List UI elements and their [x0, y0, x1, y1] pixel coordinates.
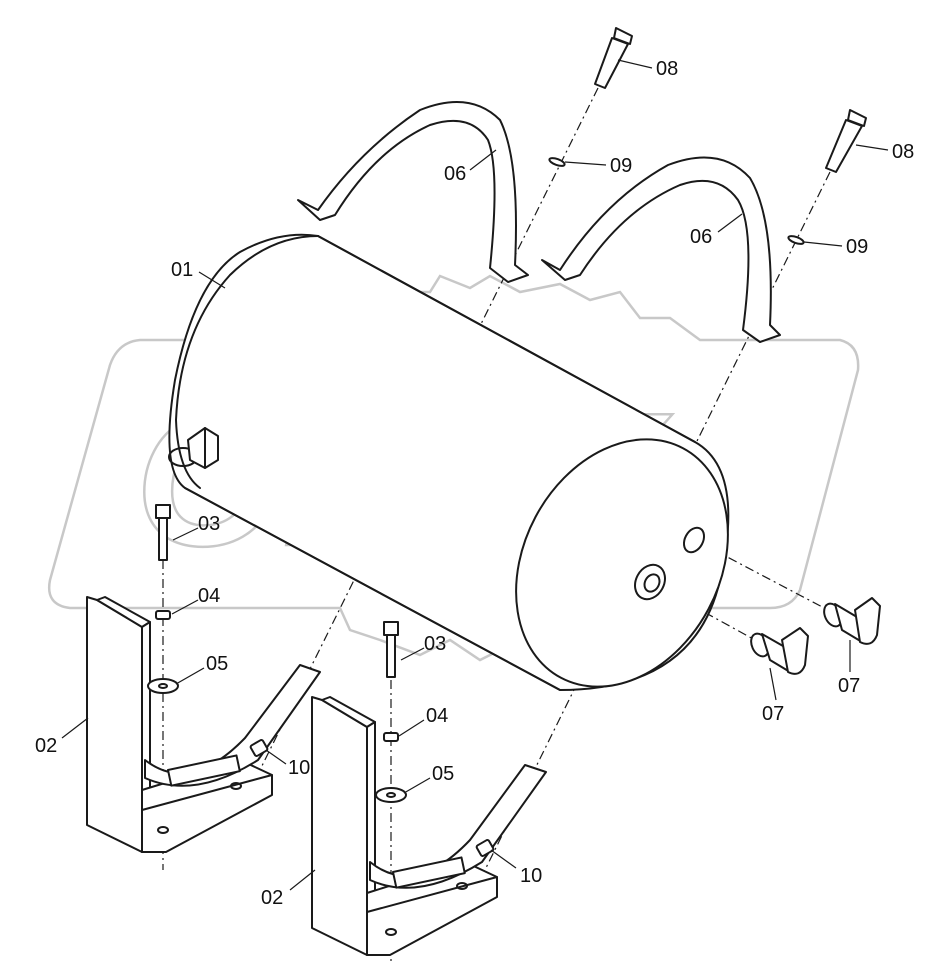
washer-left — [147, 678, 179, 694]
bracket-left — [86, 596, 321, 853]
strap-right — [541, 156, 781, 343]
bolt-left — [155, 504, 171, 561]
bracket-right — [311, 696, 547, 956]
long-bolt-left — [594, 27, 633, 89]
callout-strap-right: 06 — [690, 226, 712, 248]
nut-right — [383, 732, 399, 742]
callout-elbow-inner: 07 — [762, 703, 784, 725]
nut-left — [155, 610, 171, 620]
bolt-right — [383, 621, 399, 678]
spacer-right — [787, 235, 805, 245]
callout-washer-left: 05 — [206, 653, 228, 675]
callout-stud-left: 10 — [288, 757, 310, 779]
leader-lines — [61, 59, 889, 891]
callout-spacer-right: 09 — [846, 236, 868, 258]
stud-left — [249, 739, 269, 757]
callout-stud-right: 10 — [520, 865, 542, 887]
callout-labels: 01 02 02 03 03 04 04 05 05 06 06 07 07 0… — [35, 58, 914, 909]
callout-long-bolt-left: 08 — [656, 58, 678, 80]
callout-bolt-right: 03 — [424, 633, 446, 655]
callout-elbow-outer: 07 — [838, 675, 860, 697]
washer-right — [375, 787, 407, 803]
callout-bracket-right: 02 — [261, 887, 283, 909]
air-receiver-tank — [168, 233, 730, 691]
callout-strap-left: 06 — [444, 163, 466, 185]
callout-nut-right: 04 — [426, 705, 448, 727]
tank-end-cap — [515, 438, 729, 688]
port-boss-upper — [682, 526, 706, 554]
elbow-fitting-inner — [750, 627, 809, 675]
strap-left — [297, 101, 529, 283]
callout-bracket-left: 02 — [35, 735, 57, 757]
stud-right — [475, 839, 495, 857]
callout-receiver: 01 — [171, 259, 193, 281]
callout-bolt-left: 03 — [198, 513, 220, 535]
callout-long-bolt-right: 08 — [892, 141, 914, 163]
spacer-left — [548, 157, 566, 167]
port-boss-lower — [634, 563, 666, 601]
long-bolt-right — [825, 109, 867, 173]
watermark-gear-outline — [47, 274, 860, 662]
elbow-fitting-outer — [823, 597, 881, 645]
callout-spacer-left: 09 — [610, 155, 632, 177]
callout-washer-right: 05 — [432, 763, 454, 785]
callout-nut-left: 04 — [198, 585, 220, 607]
